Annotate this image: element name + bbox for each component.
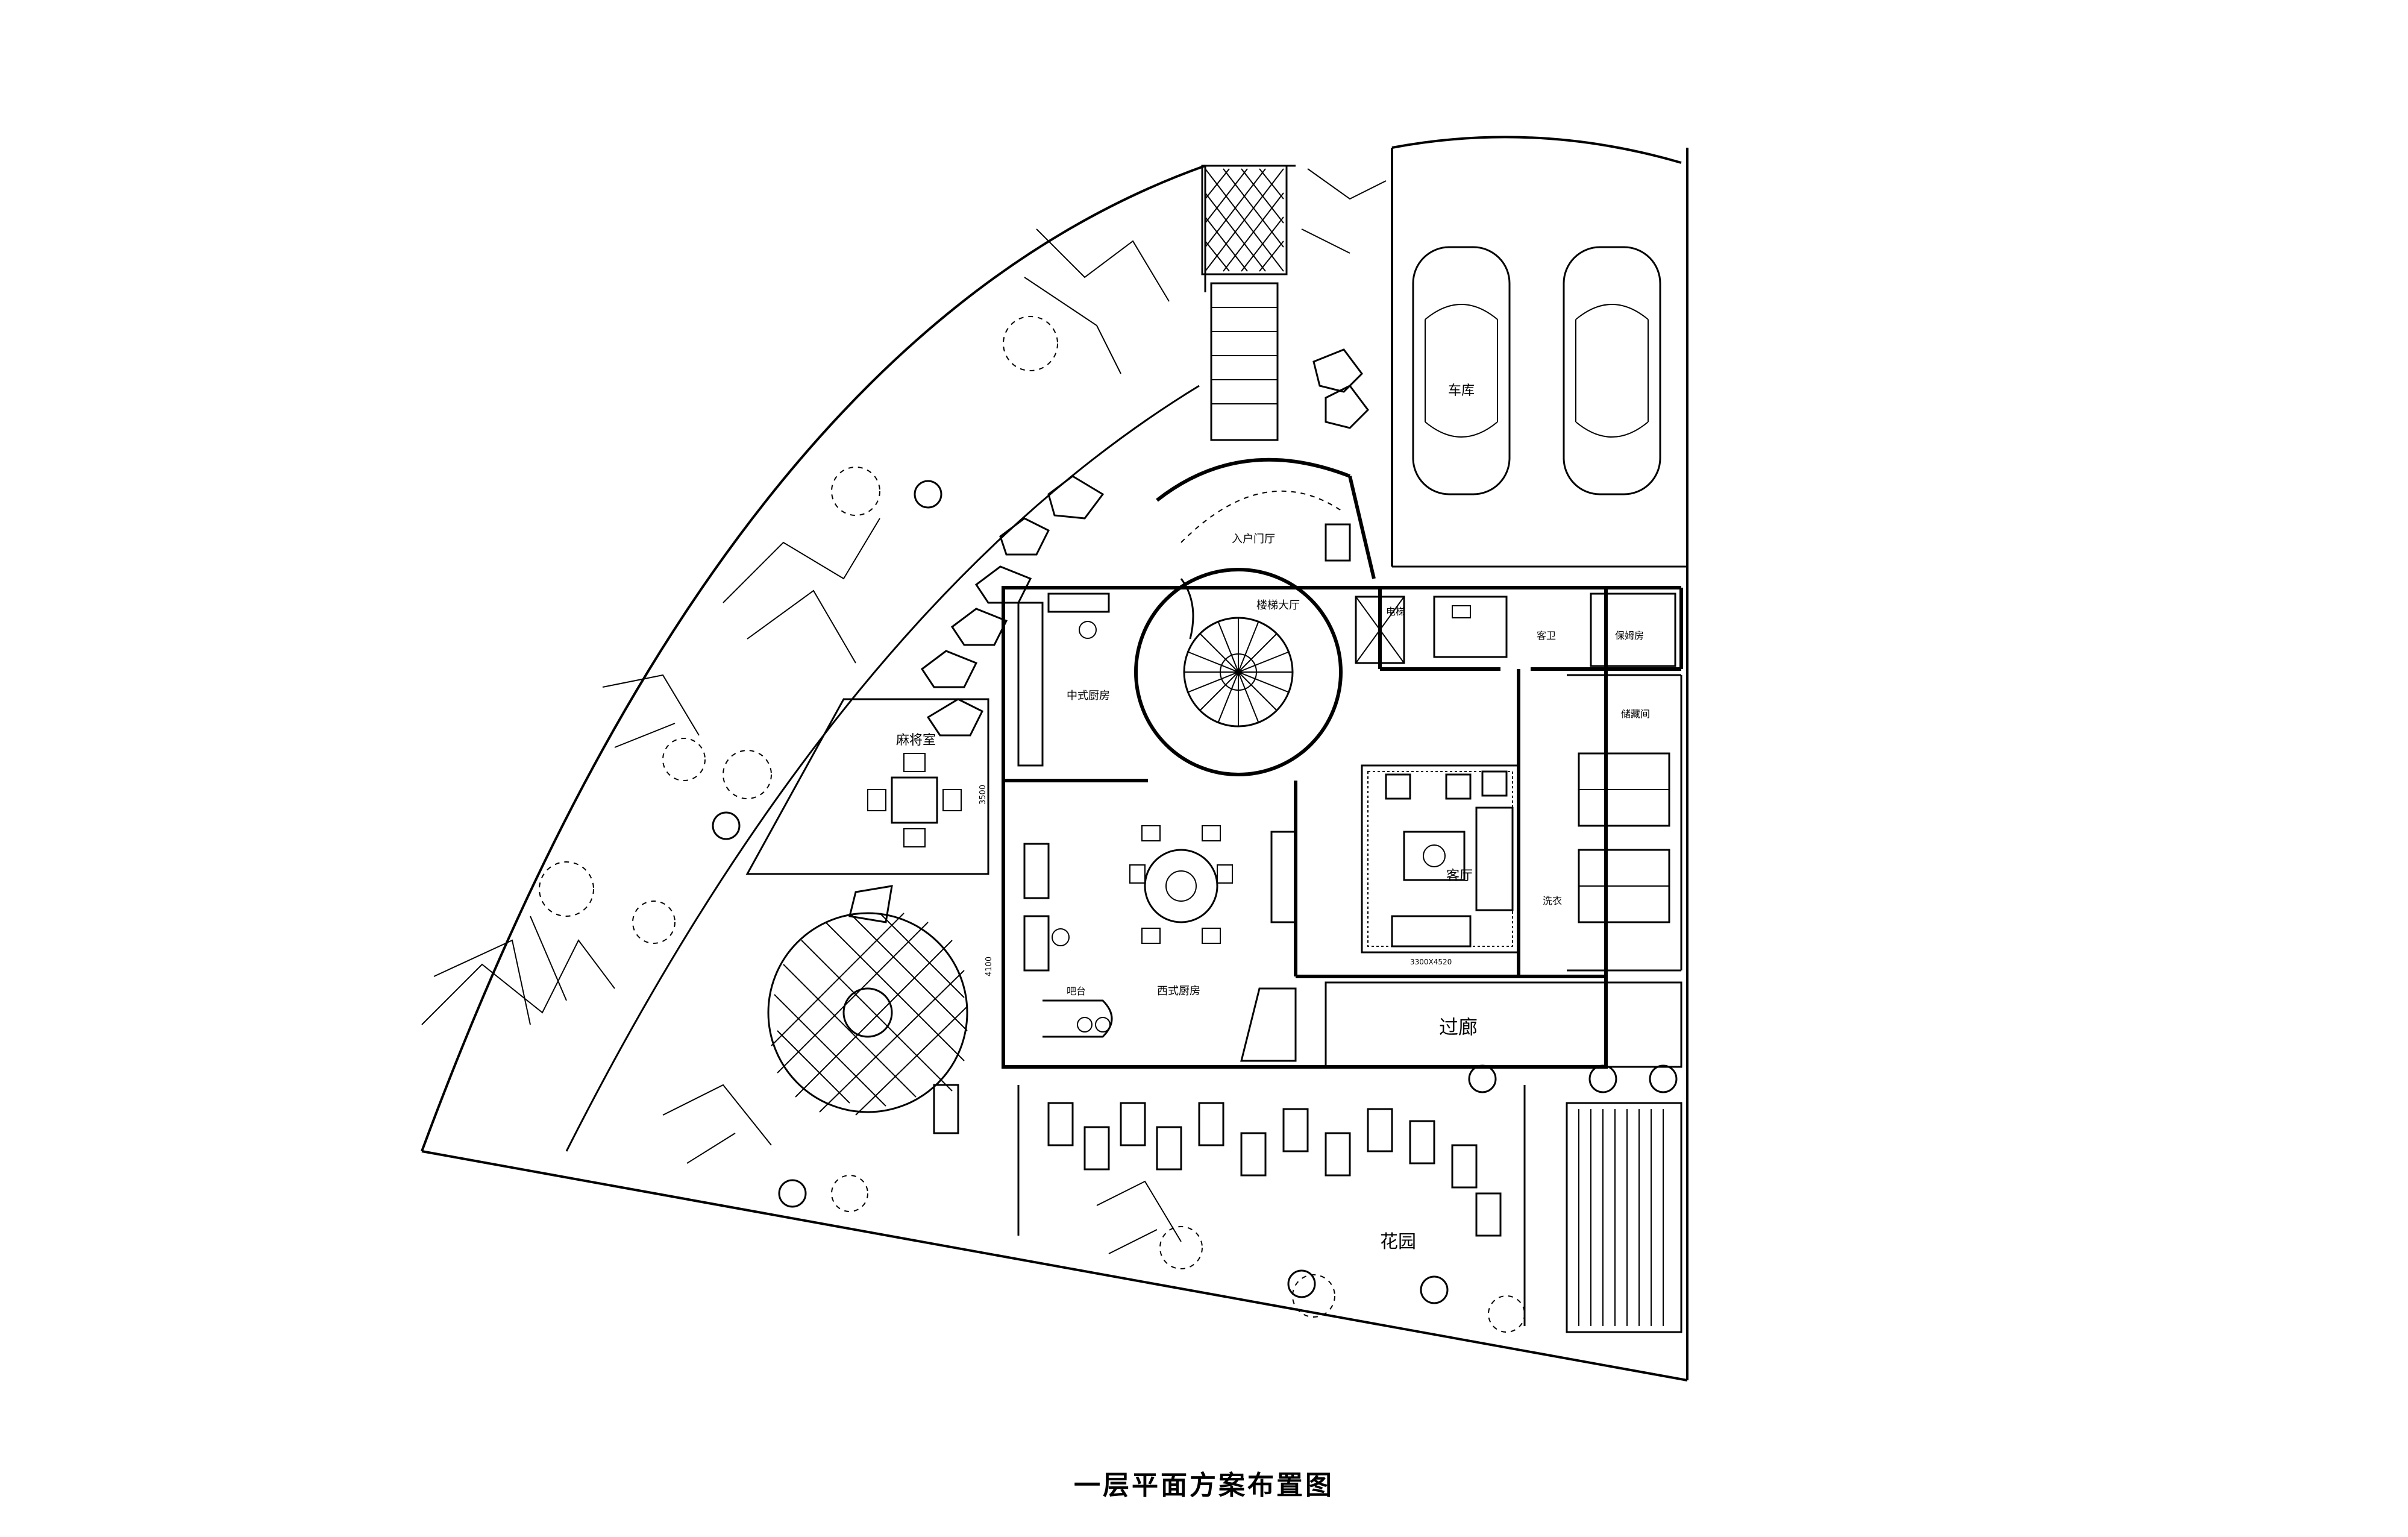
laundry-label: 洗衣: [1543, 895, 1562, 907]
guest-bath-label: 客卫: [1537, 630, 1556, 641]
chinese-kitchen: 中式厨房: [1017, 592, 1110, 767]
garden-label: 花园: [1380, 1231, 1416, 1253]
entry-stairs: [1201, 165, 1288, 441]
stair-hall: 楼梯大厅: [1134, 568, 1343, 776]
side-steps: [1566, 1102, 1682, 1333]
mahjong-room: 麻将室 3500 4100: [745, 698, 994, 976]
stair-hall-label: 楼梯大厅: [1256, 599, 1300, 612]
elevator-label: 电梯: [1386, 606, 1405, 617]
chinese-kitchen-label: 中式厨房: [1067, 690, 1110, 702]
drawing-caption: 一层平面方案布置图: [1074, 1470, 1334, 1501]
living-room-label: 客厅: [1446, 869, 1473, 884]
service-rooms: 电梯 客卫 保姆房: [1355, 592, 1676, 667]
car-left: [1412, 246, 1511, 495]
bar-label: 吧台: [1067, 985, 1086, 997]
garage-area: 车库: [1392, 246, 1687, 568]
main-building-walls: [1002, 586, 1683, 1069]
site-boundary: [421, 136, 1688, 1381]
dining-width-dimension: 4100: [985, 957, 994, 976]
entrance-hall-label: 入户门厅: [1232, 533, 1275, 545]
carpet-dimension: 3300X4520: [1410, 958, 1452, 966]
corridor: 过廊: [1325, 981, 1682, 1068]
western-kitchen-label: 西式厨房: [1157, 985, 1200, 998]
garden-area: 花园: [1017, 1085, 1526, 1326]
entrance-hall: 入户门厅: [1156, 457, 1376, 579]
landscape-trees: [421, 168, 1678, 1333]
garage-label: 车库: [1448, 383, 1475, 398]
round-patio: [767, 885, 968, 1134]
stepping-stones: [920, 348, 1369, 737]
western-kitchen: 吧台 西式厨房: [1023, 915, 1297, 1062]
mahjong-width-dimension: 3500: [979, 785, 988, 805]
servant-room-label: 保姆房: [1615, 630, 1644, 641]
mahjong-room-label: 麻将室: [896, 733, 936, 748]
laundry-storage: 洗衣 储藏间: [1543, 708, 1670, 923]
dining-room: [1023, 825, 1297, 944]
car-right: [1563, 246, 1661, 495]
corridor-label: 过廊: [1439, 1016, 1478, 1039]
storage-label: 储藏间: [1621, 708, 1650, 720]
living-room: 客厅 3300X4520: [1361, 764, 1520, 966]
